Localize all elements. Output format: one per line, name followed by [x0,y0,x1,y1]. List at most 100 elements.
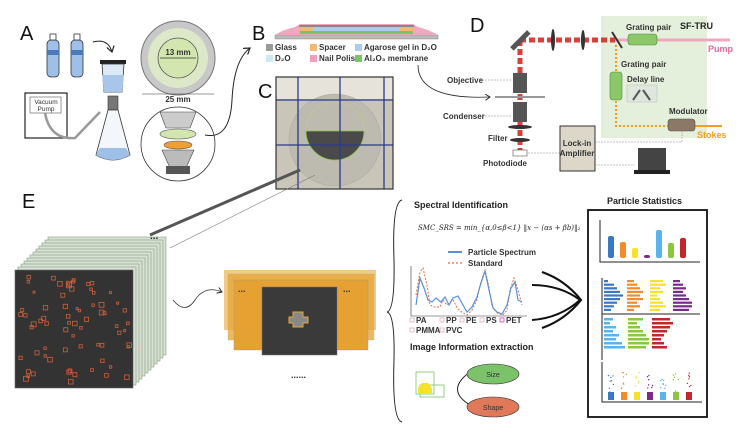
connector-icon [457,371,471,406]
sample-cross-section [274,24,439,40]
scatter-point [688,372,690,374]
particle-marker [91,303,95,307]
shape-label: Shape [483,405,503,412]
objective-label: Objective [447,76,484,85]
polymer-label: PP [446,316,457,325]
histogram-bar [604,283,614,286]
scatter-point [662,379,665,382]
histogram-bar [604,301,617,304]
particle-marker [69,286,75,292]
particle-marker [117,330,122,335]
legend-label: Al₂O₃ membrane [364,54,429,63]
scatter-point [660,379,662,382]
more-crops-ellipsis: ...... [291,370,306,380]
scatter-point [672,379,675,381]
legend-swatch [355,44,362,51]
histogram-bar [673,290,683,293]
histogram-bar [652,330,667,333]
legend-label: Spacer [319,43,346,52]
histogram-bar [652,322,673,325]
particle-marker [26,280,31,284]
legend-label: Glass [275,43,297,52]
scatter-point [664,387,666,390]
photodiode-label: Photodiode [483,159,528,168]
scatter-point [674,391,676,393]
particle-marker [89,287,93,292]
scatter-point [674,373,677,375]
particle-marker [57,281,63,287]
particle-marker [62,303,68,310]
vacuum-pump: Vacuum Pump [24,92,101,140]
particle-marker [47,356,53,363]
scatter-point [687,392,689,395]
particle-marker [18,355,23,360]
histogram-bar [650,280,663,283]
histogram-bar [604,346,625,349]
histogram-bar [628,334,646,337]
histogram-bar [604,280,608,283]
particle-bounding-box-icon [415,371,445,398]
vacuum-pump-label-2: Pump [38,106,55,113]
scatter-point [665,384,667,387]
scatter-point [661,378,663,381]
pump-label: Pump [708,44,734,54]
histogram-bar [650,294,657,297]
particle-marker [108,365,113,369]
standard-spectrum-line [415,266,523,316]
polymer-checkbox [409,317,415,323]
scatter-point [610,379,613,382]
particle-marker [104,373,109,378]
legend-swatch [355,55,362,62]
scatter-point [612,375,614,377]
histogram-bar [604,338,616,341]
scatter-point [612,383,615,386]
particle-marker [78,344,83,349]
arrowhead-icon [541,270,583,330]
particle-marker [23,313,28,318]
scatter-point [686,382,689,385]
scatter-point [647,384,650,386]
crop-ellipsis-right: ... [343,284,351,294]
scatter-point [677,378,680,381]
smc-formula: SMC_SRS = min_{α,0≤β<1} ‖x − (αs + βb)‖₂ [418,224,581,232]
scatter-point [648,374,650,377]
polymer-checkbox [439,327,445,333]
particle-marker [29,325,34,330]
particle-marker [68,378,74,385]
delay-line-label: Delay line [627,75,665,84]
scatter-point [647,387,649,389]
particle-marker [34,350,40,356]
grating-pair-label-1: Grating pair [626,23,671,32]
scatter-point [688,374,690,377]
scatter-point [688,376,691,378]
particle-marker [62,347,68,353]
particle-marker [18,312,23,317]
scatter-point [646,375,649,378]
polymer-checkbox-checked [499,317,505,323]
particle-marker [126,345,130,349]
zoom-line-icon [149,168,301,237]
grating-pair-2 [609,71,623,101]
filter-icon [510,138,530,142]
spectrum-plot [410,266,527,317]
outer-diameter-label: 25 mm [165,95,190,104]
histogram-bar [604,308,611,311]
scatter-point [637,382,640,384]
particle-marker [122,308,127,313]
histogram-bar [604,287,617,290]
arrow-to-b-icon [204,48,250,137]
photodiode [512,149,528,157]
modulator [667,118,696,132]
legend-swatch [266,55,273,62]
axis [601,362,702,403]
scatter-point [662,382,664,385]
particle-marker [41,315,47,321]
size-node [466,363,520,385]
size-label: Size [486,372,500,379]
legend-particle-spectrum: Particle Spectrum [468,248,536,257]
scatter-point [622,372,625,374]
scatter-point [638,371,640,374]
particle-marker [79,326,83,330]
scatter-point [690,384,692,387]
